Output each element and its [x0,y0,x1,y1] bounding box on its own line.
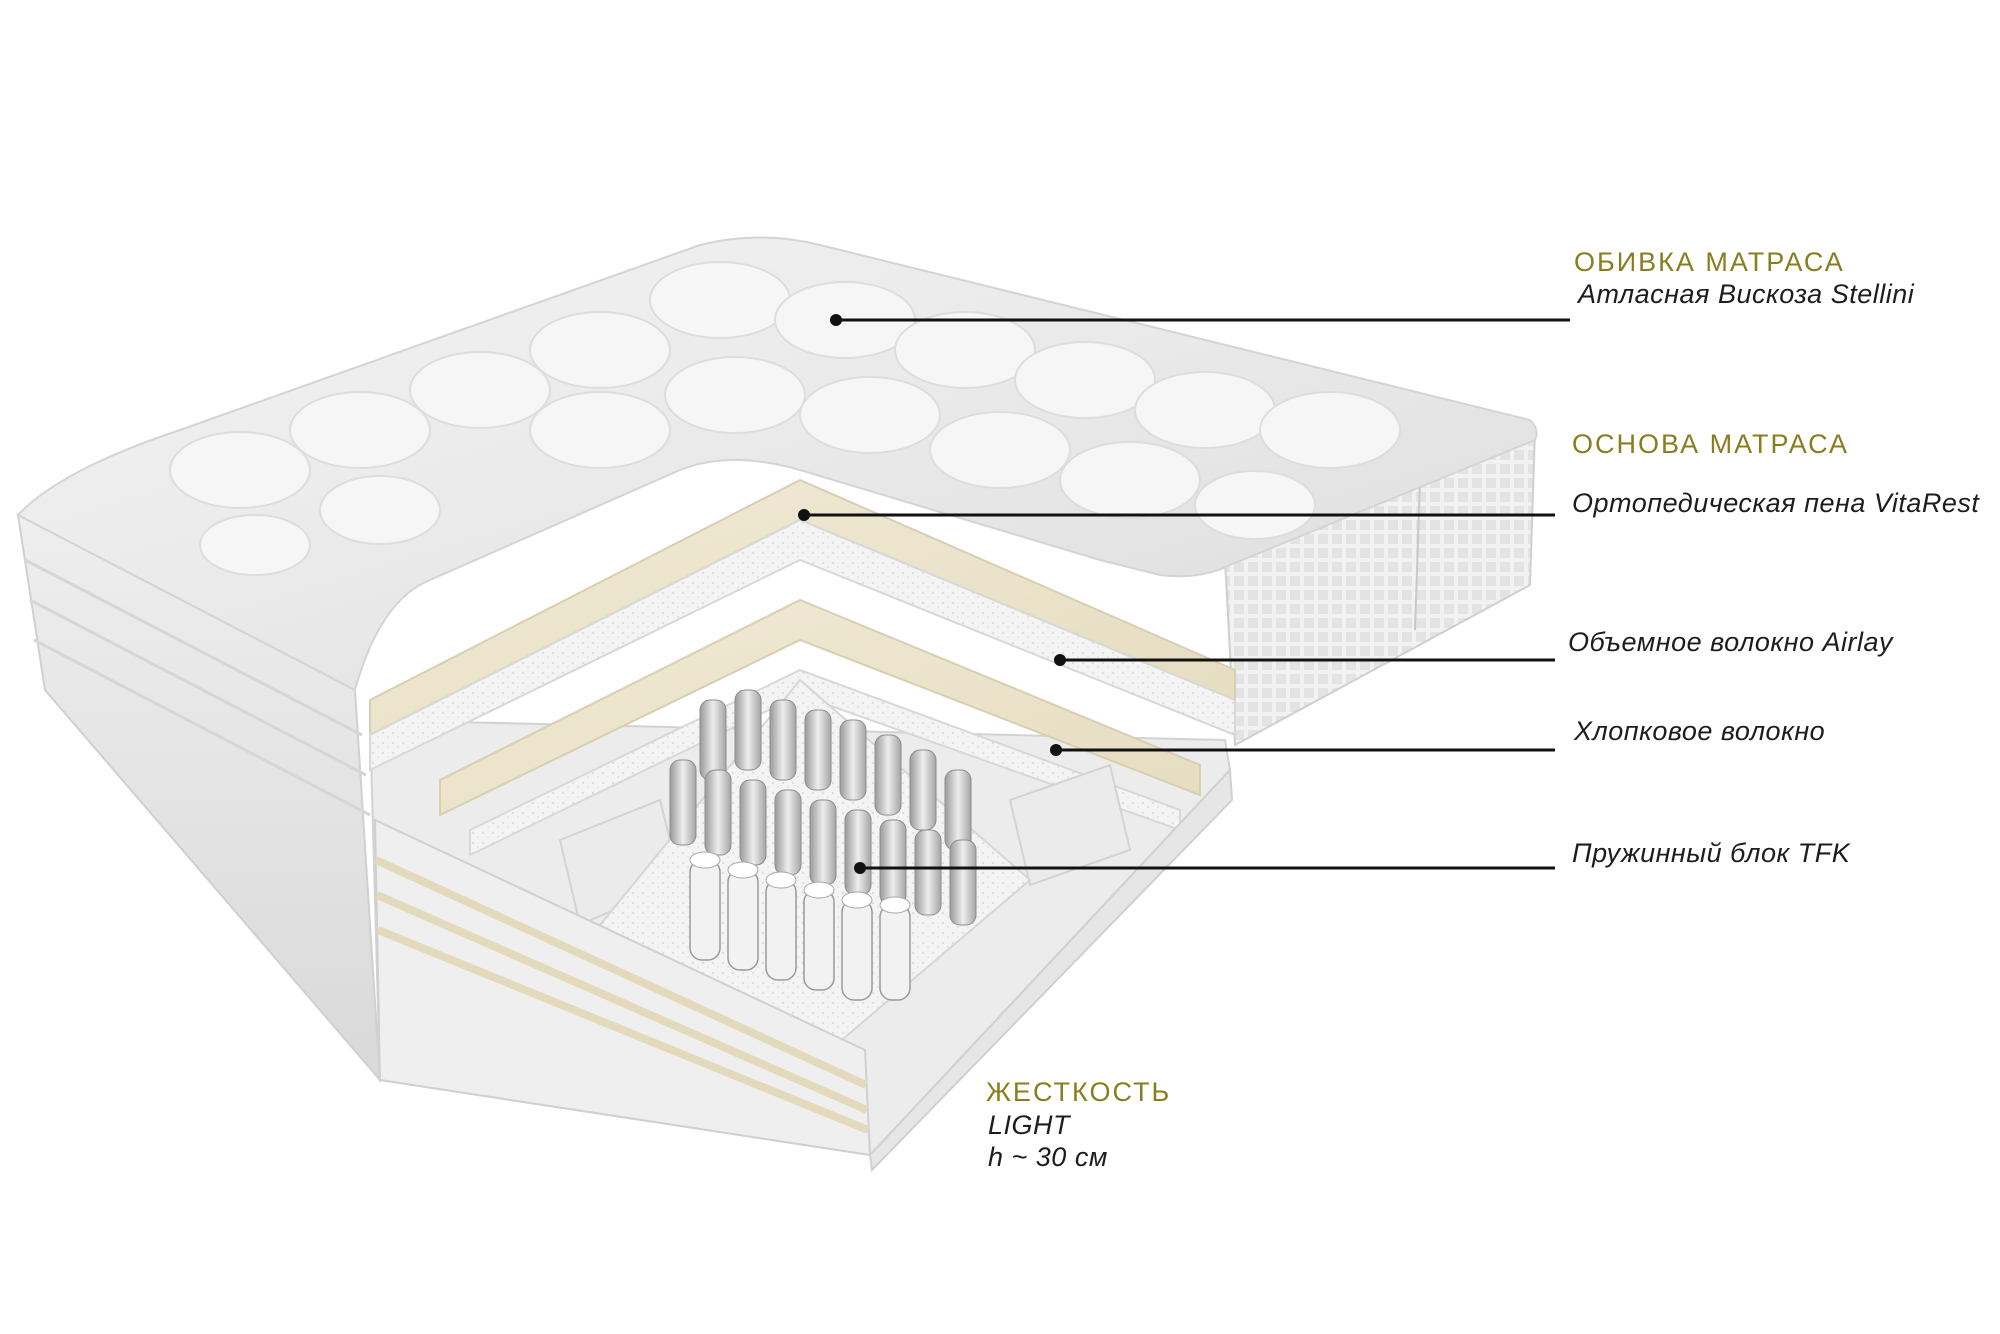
firmness-value: LIGHT [988,1110,1071,1140]
mattress-top-cover [16,236,1538,692]
foam-layer-lower [439,598,1201,817]
leader-dot-springs [854,862,866,874]
leader-dots [798,314,1066,874]
foam-block-right [1008,763,1132,887]
base-title: ОСНОВА МАТРАСА [1572,429,1850,459]
cover-title: ОБИВКА МАТРАСА [1574,247,1845,277]
firmness-title: ЖЕСТКОСТЬ [986,1077,1172,1107]
cotton-label: Хлопковое волокно [1574,716,1826,746]
height-label: h ~ 30 см [988,1142,1108,1172]
leader-dot-cotton [1050,744,1062,756]
leader-dot-fiber [1054,654,1066,666]
leader-dot-cover [830,314,842,326]
fiber-label: Объемное волокно Airlay [1568,627,1893,657]
mattress-illustration [16,236,1538,1173]
leader-dot-foam [798,509,810,521]
springs-label: Пружинный блок TFK [1572,838,1851,868]
spring-block-illustration [669,689,977,1001]
leader-lines [804,318,1570,870]
cover-material: Атласная Вискоза Stellini [1578,279,1915,309]
foam-label: Ортопедическая пена VitaRest [1572,488,1980,518]
fiber-layer [369,518,1236,772]
